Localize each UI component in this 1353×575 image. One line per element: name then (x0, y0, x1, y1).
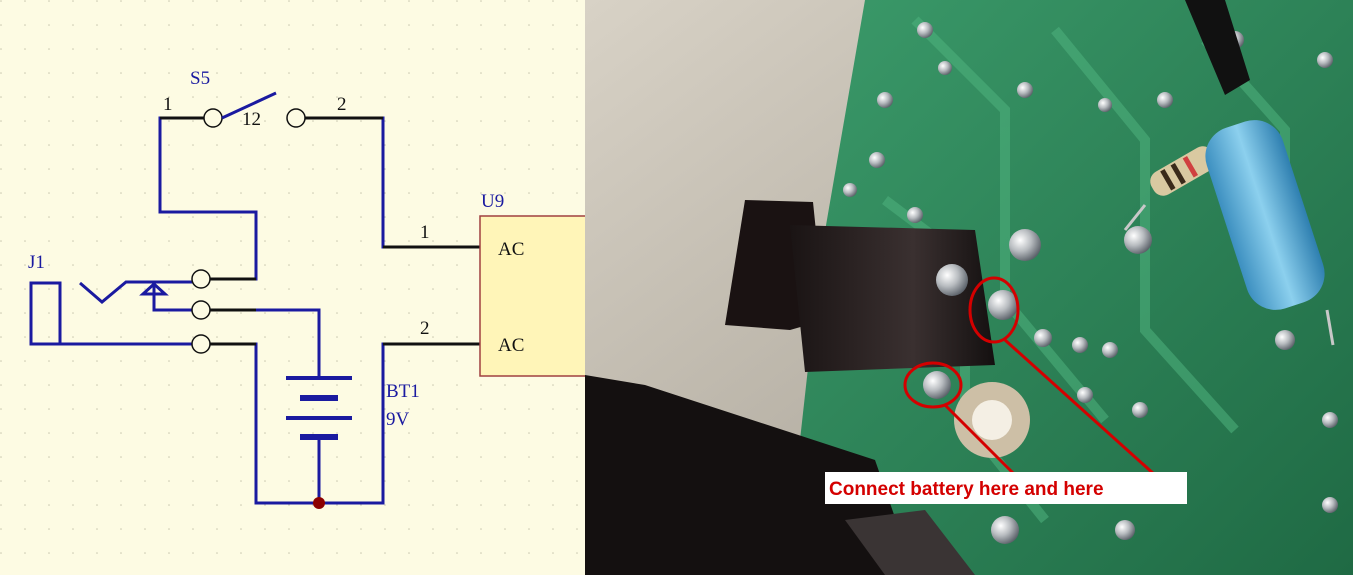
switch-contact-right (286, 108, 306, 128)
cable (1185, 0, 1250, 95)
solder-pad (1322, 497, 1338, 513)
solder-pad (1102, 342, 1118, 358)
solder-pad (1322, 412, 1338, 428)
solder-pad (1317, 52, 1333, 68)
switch-pin-right: 2 (337, 94, 347, 115)
lower-connector (585, 375, 915, 575)
regulator-pin1-num: 1 (420, 222, 430, 243)
solder-pad (991, 516, 1019, 544)
jack-contact-1 (191, 269, 211, 289)
jack-contact-3 (191, 334, 211, 354)
pcb-trace (911, 16, 1109, 424)
regulator-u9: U9 1 AC 2 AC (420, 191, 585, 377)
regulator-pin2-num: 2 (420, 318, 430, 339)
solder-pad (877, 92, 893, 108)
jack-body (29, 281, 62, 346)
junction-dot (313, 497, 325, 509)
annotation-box (825, 472, 1187, 504)
solder-pad (938, 61, 952, 75)
solder-pad (869, 152, 885, 168)
lower-connector-edge (845, 510, 975, 575)
regulator-ref: U9 (481, 191, 504, 212)
pin-stubs (160, 116, 480, 346)
schematic-diagram: S5 1 12 2 J1 U9 1 AC 2 AC BT1 9V (0, 0, 585, 575)
regulator-pin2-name: AC (498, 335, 524, 356)
resistor-band (1182, 155, 1199, 178)
jack-terminal (923, 371, 951, 399)
switch-contact-left (203, 108, 223, 128)
solder-pad (917, 22, 933, 38)
solder-pad (907, 207, 923, 223)
jack-tip-spring (79, 280, 194, 304)
solder-pad (1132, 402, 1148, 418)
jack-j1: J1 (28, 252, 211, 354)
mounting-hole (972, 400, 1012, 440)
resistor-lead (1123, 204, 1147, 231)
callout-pointer-1 (1003, 338, 1157, 477)
solder-pad (1157, 92, 1173, 108)
resistor (1123, 146, 1216, 231)
jack-switch-contact (139, 280, 194, 312)
jack-body-photo (790, 225, 995, 372)
switch-lever (221, 91, 277, 120)
switch-s5: S5 1 12 2 (163, 68, 347, 130)
jack-contact-2 (191, 300, 211, 320)
solder-pad (1124, 226, 1152, 254)
callout-circle-1 (968, 276, 1020, 344)
resistor-band (1160, 168, 1176, 191)
resistor-body (1150, 146, 1216, 196)
solder-pad (1115, 520, 1135, 540)
battery-value: 9V (386, 409, 410, 430)
dc-jack (725, 200, 1018, 399)
solder-pad (1034, 329, 1052, 347)
annotation-text: Connect battery here and here (829, 479, 1104, 500)
solder-pad (1077, 387, 1093, 403)
capacitor (1205, 120, 1335, 346)
regulator-body (479, 215, 585, 377)
jack-terminal (936, 264, 968, 296)
battery-bt1 (286, 376, 352, 440)
solder-pad (843, 183, 857, 197)
solder-pad (1275, 330, 1295, 350)
capacitor-body (1205, 120, 1325, 310)
switch-ref: S5 (190, 68, 210, 89)
callout-circle-2 (903, 361, 963, 409)
switch-pin-left: 1 (163, 94, 173, 115)
regulator-pin1-name: AC (498, 239, 524, 260)
solder-pad (1017, 82, 1033, 98)
solder-pad (1098, 98, 1112, 112)
resistor-band (1170, 162, 1186, 185)
solder-pad (1009, 229, 1041, 261)
jack-terminal (988, 290, 1018, 320)
jack-ref: J1 (28, 252, 45, 273)
capacitor-lead (1325, 309, 1335, 346)
solder-pad (1072, 337, 1088, 353)
battery-ref: BT1 (386, 381, 420, 402)
pcb-photo: Connect battery here and here (585, 0, 1353, 575)
callout-pointer-2 (943, 403, 1017, 477)
switch-pin-mid: 12 (242, 109, 261, 130)
